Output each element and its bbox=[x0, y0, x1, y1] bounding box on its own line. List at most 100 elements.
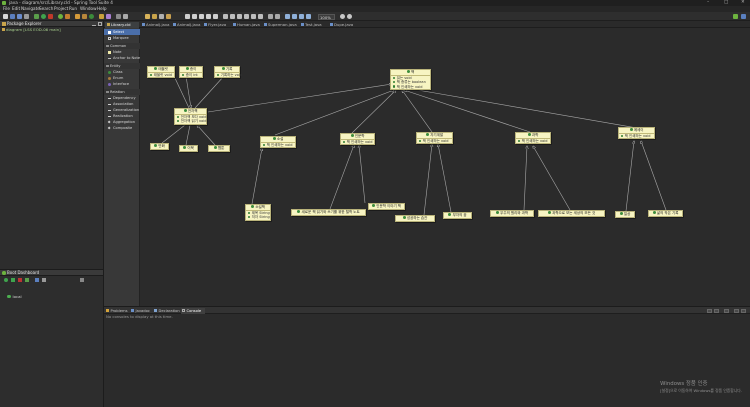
open-type-icon[interactable] bbox=[99, 14, 104, 19]
tab-file[interactable]: Human.java bbox=[231, 22, 261, 28]
select-icon[interactable] bbox=[185, 14, 190, 19]
maximize-view-icon[interactable] bbox=[741, 308, 746, 313]
class-s2[interactable]: 부자의 꿈 bbox=[443, 212, 472, 219]
class-other[interactable]: 기록 기록하는 void bbox=[214, 66, 242, 79]
view-menu-icon[interactable] bbox=[724, 308, 729, 313]
palette-item-note[interactable]: Note bbox=[104, 49, 140, 55]
class-h2[interactable]: 인문학 이야기 책 bbox=[368, 203, 405, 210]
snap-icon[interactable] bbox=[299, 14, 304, 19]
arrow-right-icon[interactable] bbox=[192, 14, 197, 19]
ruler-icon[interactable] bbox=[306, 14, 311, 19]
palette-item-composite[interactable]: Composite bbox=[104, 125, 140, 131]
open-browser-icon[interactable] bbox=[35, 278, 39, 282]
tab-file[interactable]: AnimalJ.java bbox=[171, 22, 201, 28]
class-sc2[interactable]: 과학으로 보는 세상의 모든 것 bbox=[538, 210, 605, 217]
minimize-view-icon[interactable] bbox=[92, 23, 96, 26]
palette-item-generalization[interactable]: Generalization bbox=[104, 107, 140, 113]
menu-edit[interactable]: Edit bbox=[12, 6, 21, 11]
palette-item-dependency[interactable]: Dependency bbox=[104, 95, 140, 101]
class-comic[interactable]: 만화 bbox=[150, 143, 169, 150]
boot-icon[interactable] bbox=[58, 14, 63, 19]
menu-navigate[interactable]: Navigate bbox=[21, 6, 40, 11]
menu-project[interactable]: Project bbox=[54, 6, 69, 11]
console-icon[interactable] bbox=[42, 278, 46, 282]
tab-file[interactable]: Test.java bbox=[299, 22, 327, 28]
class-reader[interactable]: 전자책 전자책 보다 void 전자책 읽기 void bbox=[174, 108, 207, 125]
class-paper[interactable]: 종이 종이 int bbox=[179, 66, 203, 79]
match-height-icon[interactable] bbox=[275, 14, 280, 19]
tab-javadoc[interactable]: Javadoc bbox=[130, 308, 152, 314]
close-button[interactable]: ✕ bbox=[741, 0, 745, 5]
pencil-icon[interactable] bbox=[166, 14, 171, 19]
class-selfhelp[interactable]: 자기계발 책 인쇄하는 void bbox=[416, 132, 453, 145]
minimize-view-icon[interactable] bbox=[734, 308, 739, 313]
debug-dashboard-icon[interactable] bbox=[25, 278, 29, 282]
class-s1[interactable]: 성공하는 습관 bbox=[395, 215, 435, 222]
class-e1[interactable]: 일상 bbox=[615, 211, 635, 218]
local-target[interactable]: local bbox=[7, 294, 22, 299]
palette-select-tool[interactable]: Select bbox=[104, 29, 140, 35]
palette-group-entity[interactable]: Entity bbox=[104, 63, 140, 69]
class-humanities[interactable]: 인문학 책 인쇄하는 void bbox=[340, 133, 375, 146]
zoom-in-icon[interactable] bbox=[340, 14, 345, 19]
class-h1[interactable]: 새로운 책 읽기와 쓰기를 위한 철학 노트 bbox=[291, 209, 366, 216]
align-bottom-icon[interactable] bbox=[258, 14, 263, 19]
external-tools-icon[interactable] bbox=[65, 14, 70, 19]
start-icon[interactable] bbox=[4, 278, 8, 282]
maximize-button[interactable]: □ bbox=[724, 0, 729, 5]
palette-group-relation[interactable]: Relation bbox=[104, 89, 140, 95]
class-science[interactable]: 과학 책 인쇄하는 void bbox=[515, 132, 551, 145]
palette-item-aggregation[interactable]: Aggregation bbox=[104, 119, 140, 125]
menu-run[interactable]: Run bbox=[69, 6, 78, 11]
tab-library[interactable]: Library.cld bbox=[105, 21, 139, 28]
tab-file[interactable]: Dupe.java bbox=[328, 22, 356, 28]
tab-declaration[interactable]: Declaration bbox=[153, 308, 180, 314]
perspective-java-icon[interactable] bbox=[733, 14, 738, 19]
palette-item-realization[interactable]: Realization bbox=[104, 113, 140, 119]
edit-icon[interactable] bbox=[159, 14, 164, 19]
maximize-view-icon[interactable] bbox=[98, 22, 102, 26]
palette-group-common[interactable]: Common bbox=[104, 43, 140, 49]
open-console-icon[interactable] bbox=[707, 308, 712, 313]
open-folder-icon[interactable] bbox=[152, 14, 157, 19]
class-book[interactable]: 책 읽는 void 책 종류는 boolean 책 인쇄하는 void bbox=[390, 69, 431, 90]
tab-file[interactable]: AnimalJ.java bbox=[140, 22, 170, 28]
menu-search[interactable]: Search bbox=[39, 6, 54, 11]
new-icon[interactable] bbox=[3, 14, 8, 19]
tab-file[interactable]: Flyer.java bbox=[202, 22, 230, 28]
class-ebook[interactable]: 이북 bbox=[179, 145, 198, 152]
arrow-up-icon[interactable] bbox=[206, 14, 211, 19]
tab-console[interactable]: Console bbox=[181, 307, 205, 314]
annotation-icon[interactable] bbox=[123, 14, 128, 19]
menu-window[interactable]: Window bbox=[80, 6, 97, 11]
class-webtoon[interactable]: 웹툰 bbox=[208, 145, 230, 152]
zoom-out-icon[interactable] bbox=[347, 14, 352, 19]
project-tree-item[interactable]: diagram [LSS EOD-06 main] bbox=[2, 27, 61, 32]
task-icon[interactable] bbox=[116, 14, 121, 19]
palette-item-association[interactable]: Association bbox=[104, 101, 140, 107]
match-width-icon[interactable] bbox=[268, 14, 273, 19]
class-essay[interactable]: 에세이 책 인쇄하는 void bbox=[618, 127, 655, 140]
align-middle-icon[interactable] bbox=[251, 14, 256, 19]
new-class-icon[interactable] bbox=[89, 14, 94, 19]
restart-icon[interactable] bbox=[11, 278, 15, 282]
menu-file[interactable]: File bbox=[3, 6, 11, 11]
class-sc1[interactable]: 우주의 원리와 과학 bbox=[490, 210, 534, 217]
align-top-icon[interactable] bbox=[244, 14, 249, 19]
palette-item-class[interactable]: Class bbox=[104, 69, 140, 75]
new-package-icon[interactable] bbox=[82, 14, 87, 19]
palette-item-anchor[interactable]: Anchor to Note bbox=[104, 55, 140, 61]
stop-icon[interactable] bbox=[18, 278, 22, 282]
menu-help[interactable]: Help bbox=[97, 6, 107, 11]
class-e2[interactable]: 삶의 작은 기록 bbox=[648, 210, 683, 217]
layout-icon[interactable] bbox=[285, 14, 290, 19]
stop-icon[interactable] bbox=[48, 14, 53, 19]
palette-marquee-tool[interactable]: Marquee bbox=[104, 35, 140, 41]
palette-item-enum[interactable]: Enum bbox=[104, 75, 140, 81]
folder-icon[interactable] bbox=[145, 14, 150, 19]
class-novel[interactable]: 소설 책 인쇄하는 void bbox=[260, 136, 296, 149]
search-icon[interactable] bbox=[106, 14, 111, 19]
align-left-icon[interactable] bbox=[223, 14, 228, 19]
palette-item-interface[interactable]: Interface bbox=[104, 81, 140, 87]
align-right-icon[interactable] bbox=[237, 14, 242, 19]
